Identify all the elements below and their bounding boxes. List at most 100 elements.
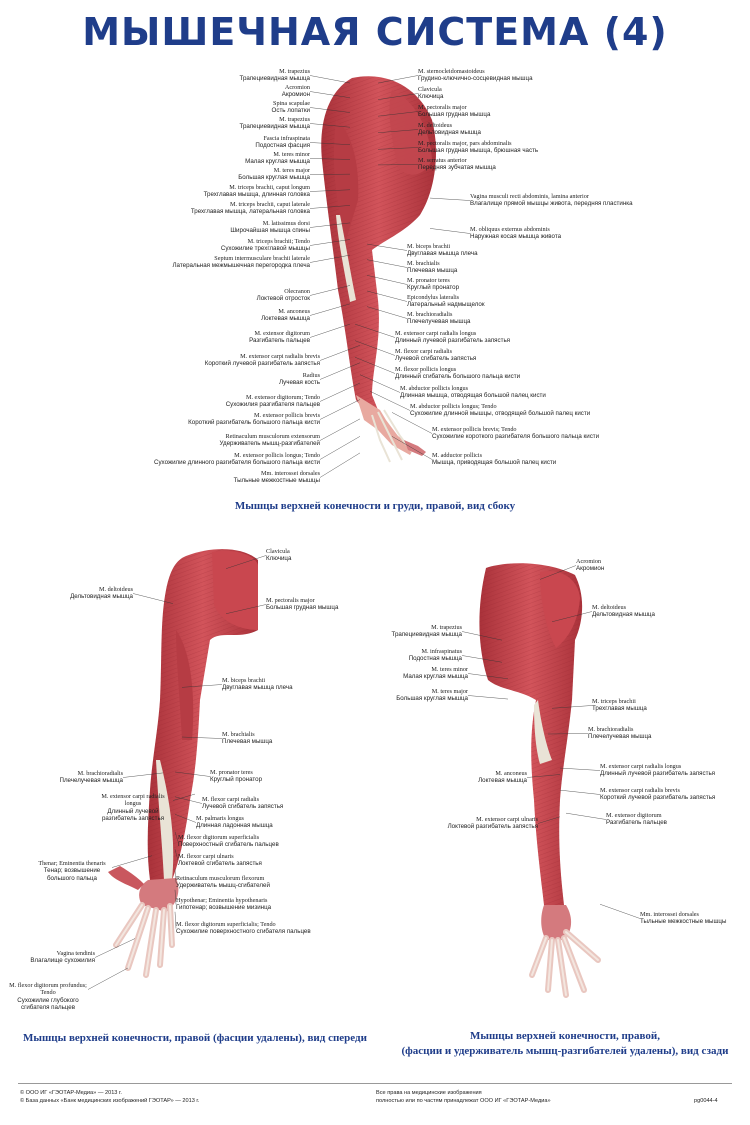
- latin-term: M. triceps brachii, caput longum: [229, 184, 310, 191]
- latin-term: Mm. interossei dorsales: [261, 470, 320, 477]
- russian-term: Короткий лучевой разгибатель запястья: [204, 360, 320, 368]
- russian-term: Малая круглая мышца: [403, 673, 468, 681]
- leader-line: [174, 796, 203, 804]
- latin-term: M. extensor carpi radialis brevis: [600, 787, 680, 794]
- leader-line: [377, 147, 419, 150]
- latin-term: Olecranon: [284, 288, 310, 295]
- russian-term: Трехглавая мышца, длинная головка: [203, 191, 310, 199]
- russian-term: Лучевая кость: [279, 379, 320, 387]
- russian-term: Разгибатель пальцев: [606, 819, 667, 827]
- russian-term: Длинная ладонная мышца: [196, 822, 273, 830]
- leader-line: [377, 129, 419, 133]
- latin-term: M. pronator teres: [210, 769, 253, 776]
- russian-term: Дельтовидная мышца: [418, 129, 481, 137]
- latin-term: M. obliquus externus abdominis: [470, 226, 550, 233]
- latin-term: M. flexor digitorum profundus; Tendo: [9, 982, 87, 997]
- leader-line: [319, 452, 361, 478]
- leader-line: [174, 889, 177, 905]
- russian-term: Плечелучевая мышца: [407, 318, 471, 326]
- latin-term: M. palmaris longus: [196, 815, 244, 822]
- leader-line: [366, 290, 408, 302]
- leader-line: [391, 412, 433, 434]
- latin-term: M. brachioradialis: [77, 770, 123, 777]
- russian-term: Влагалище сухожилия: [30, 957, 95, 965]
- russian-term: Тыльные межкостные мышцы: [233, 477, 320, 485]
- latin-term: M. anconeus: [495, 770, 527, 777]
- latin-term: M. extensor carpi radialis longus: [395, 330, 477, 337]
- russian-term: Большая грудная мышца: [266, 604, 339, 612]
- leader-line: [319, 345, 361, 361]
- leader-line: [366, 275, 408, 285]
- russian-term: Влагалище прямой мышцы живота, передняя …: [470, 200, 633, 208]
- russian-term: Двуглавая мышца плеча: [407, 250, 478, 258]
- latin-term: M. triceps brachii: [592, 698, 636, 705]
- latin-term: M. brachialis: [222, 731, 255, 738]
- latin-term: Radius: [302, 372, 320, 379]
- latin-term: M. abductor pollicis longus; Tendo: [410, 403, 497, 410]
- leader-line: [366, 306, 408, 319]
- russian-term: Локтевой отросток: [256, 295, 310, 303]
- latin-term: Vagina tendinis: [56, 950, 95, 957]
- latin-term: Fascia infraspinata: [263, 135, 310, 142]
- latin-term: M. extensor digitorum: [254, 330, 310, 337]
- caption-lateral: Мышцы верхней конечности и груди, правой…: [234, 500, 516, 512]
- russian-term: Короткий разгибатель большого пальца кис…: [188, 419, 320, 427]
- latin-term: Hypothenar; Eminentia hypothenaris: [176, 897, 268, 904]
- russian-term: Акромион: [576, 565, 605, 573]
- leader-line: [172, 793, 196, 801]
- leader-line: [94, 938, 136, 958]
- russian-term: Длинный сгибатель большого пальца кисти: [395, 373, 521, 381]
- latin-term: M. pectoralis major, pars abdominalis: [418, 140, 512, 147]
- latin-term: Thenar; Eminentia thenaris: [38, 860, 106, 867]
- footer-copyright-1: © ООО ИГ «ГЭОТАР-Медиа» — 2013 г.: [20, 1090, 122, 1096]
- russian-term: Двуглавая мышца плеча: [222, 684, 293, 692]
- russian-term: Широчайшая мышца спины: [230, 227, 310, 235]
- latin-term: M. pectoralis major: [418, 104, 467, 111]
- latin-term: M. sternocleidomastoideus: [418, 68, 485, 75]
- latin-term: Epicondylus lateralis: [407, 294, 460, 301]
- latin-term: M. pronator teres: [407, 277, 450, 284]
- latin-term: Acromion: [576, 558, 602, 565]
- russian-term: Разгибатель пальцев: [249, 337, 310, 345]
- leader-line: [225, 555, 267, 569]
- leader-line: [309, 303, 351, 316]
- leader-line: [319, 418, 361, 441]
- leader-line: [369, 391, 411, 411]
- latin-term: Acromion: [284, 84, 310, 91]
- latin-term: Septum intermusculare brachii laterale: [214, 255, 310, 262]
- latin-term: M. latissimus dorsi: [262, 220, 310, 227]
- latin-term: M. flexor carpi radialis: [395, 348, 453, 355]
- russian-term: Подостная фасция: [255, 142, 310, 150]
- latin-term: M. extensor carpi radialis longus: [600, 763, 682, 770]
- latin-term: M. triceps brachii, caput laterale: [229, 201, 310, 208]
- latin-term: M. brachialis: [407, 260, 440, 267]
- leader-line: [174, 814, 197, 823]
- latin-term: M. extensor digitorum; Tendo: [245, 394, 320, 401]
- leader-line: [377, 93, 419, 100]
- leader-line: [559, 767, 601, 771]
- leader-line: [429, 197, 471, 201]
- russian-term: Лучевой сгибатель запястья: [395, 355, 477, 363]
